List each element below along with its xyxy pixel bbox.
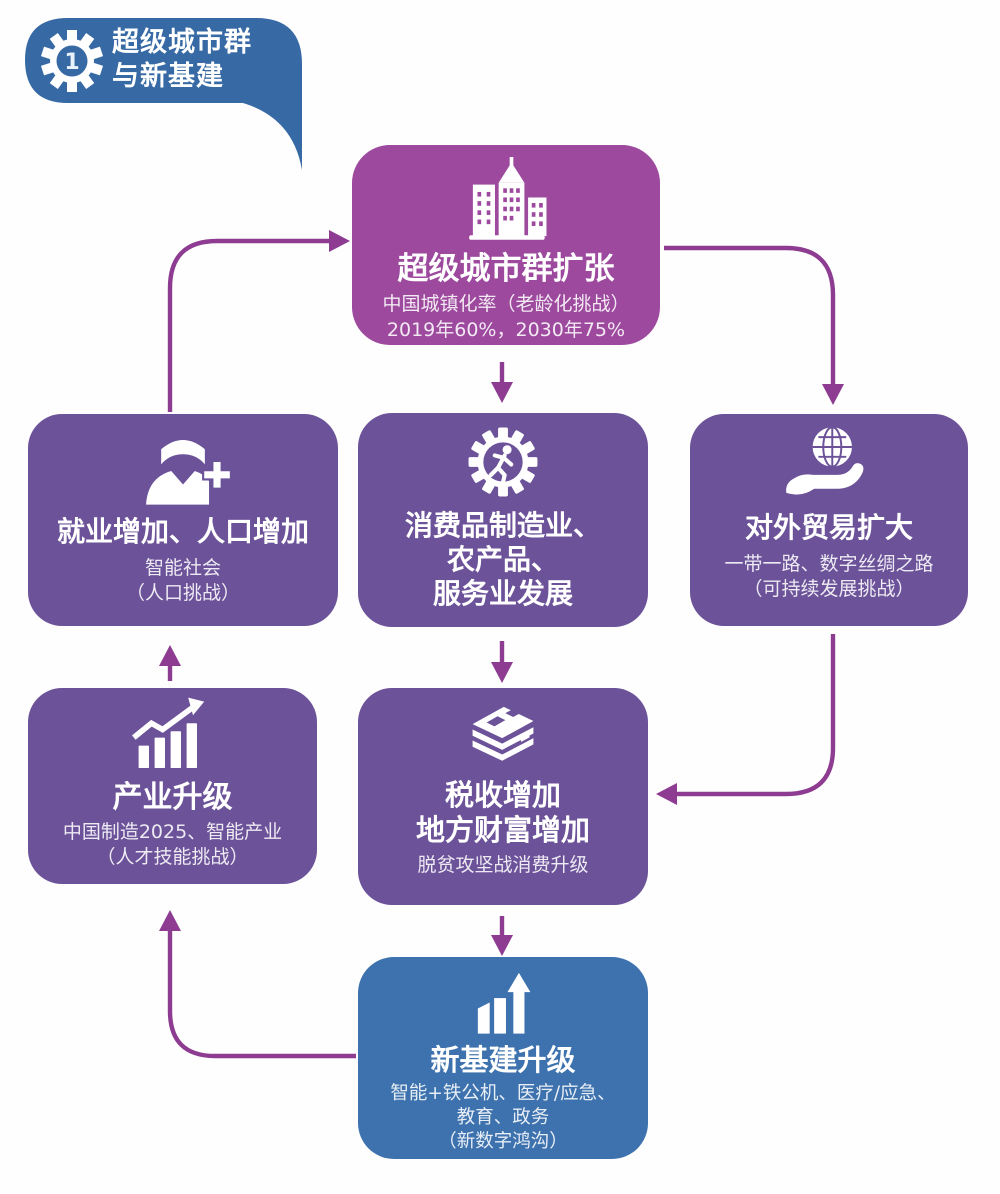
node-subtitle-line: （人口挑战）: [125, 582, 240, 604]
node-consumption: 消费品制造业、 农产品、 服务业发展: [358, 413, 648, 627]
node-subtitle-line: 中国制造2025、智能产业: [62, 821, 283, 843]
node-subtitle-line: （新数字鸿沟）: [438, 1131, 568, 1152]
legend-badge-title: 超级城市群 与新基建: [112, 26, 252, 94]
arrow-lines: [167, 238, 836, 1059]
node-infrastructure: 新基建升级 智能+铁公机、医疗/应急、 教育、政务 （新数字鸿沟）: [358, 957, 648, 1159]
node-title: 就业增加、人口增加: [56, 515, 309, 548]
gear-number-icon: 1: [40, 30, 104, 92]
node-employment: 就业增加、人口增加 智能社会 （人口挑战）: [28, 414, 338, 626]
node-tax: 税收增加 地方财富增加 脱贫攻坚战消费升级: [358, 688, 648, 905]
growth-chart-icon: [131, 697, 204, 768]
arrow-infrastructure-to-industry: [167, 931, 356, 1059]
bars-up-arrow-icon: [477, 972, 531, 1034]
badge-title-line: 与新基建: [112, 61, 224, 92]
node-title-line: 地方财富增加: [415, 813, 590, 847]
badge-title-line: 超级城市群: [112, 27, 252, 58]
node-subtitle-line: 中国城镇化率（老龄化挑战）: [382, 293, 630, 315]
legend-badge: 1 超级城市群 与新基建: [0, 0, 330, 185]
node-title: 对外贸易扩大: [744, 511, 913, 544]
node-subtitle-line: 2019年60%，2030年75%: [386, 319, 626, 341]
money-stack-icon: [472, 706, 534, 761]
node-industry: 产业升级 中国制造2025、智能产业 （人才技能挑战）: [28, 688, 317, 884]
arrow-expansion-to-trade: [664, 245, 836, 384]
node-title-line: 消费品制造业、: [404, 509, 601, 542]
badge-number: 1: [64, 50, 79, 75]
node-subtitle-line: （人才技能挑战）: [96, 846, 249, 868]
arrow-heads: [159, 230, 844, 956]
node-subtitle-line: 一带一路、数字丝绸之路: [724, 553, 934, 575]
globe-hand-icon: [786, 426, 864, 495]
node-title: 新基建升级: [430, 1043, 576, 1077]
node-subtitle-line: （可持续发展挑战）: [743, 578, 915, 600]
arrow-employment-to-expansion: [167, 238, 329, 412]
node-subtitle-line: 教育、政务: [456, 1107, 550, 1128]
node-title-line: 服务业发展: [432, 577, 573, 610]
node-trade: 对外贸易扩大 一带一路、数字丝绸之路 （可持续发展挑战）: [690, 414, 968, 626]
city-buildings-icon: [469, 157, 547, 240]
gear-runner-icon: [468, 427, 538, 497]
arrow-trade-to-tax: [677, 634, 836, 797]
worker-plus-icon: [146, 439, 232, 505]
node-title: 产业升级: [112, 780, 233, 815]
node-subtitle-line: 智能+铁公机、医疗/应急、: [390, 1083, 616, 1104]
node-title: 超级城市群扩张: [397, 251, 615, 287]
node-subtitle-line: 脱贫攻坚战消费升级: [417, 854, 589, 876]
legend-badge-bubble: 1: [25, 18, 302, 170]
node-title-line: 农产品、: [446, 543, 559, 576]
node-expansion: 超级城市群扩张 中国城镇化率（老龄化挑战） 2019年60%，2030年75%: [352, 145, 660, 345]
node-title-line: 税收增加: [444, 778, 561, 812]
node-subtitle-line: 智能社会: [144, 557, 221, 579]
